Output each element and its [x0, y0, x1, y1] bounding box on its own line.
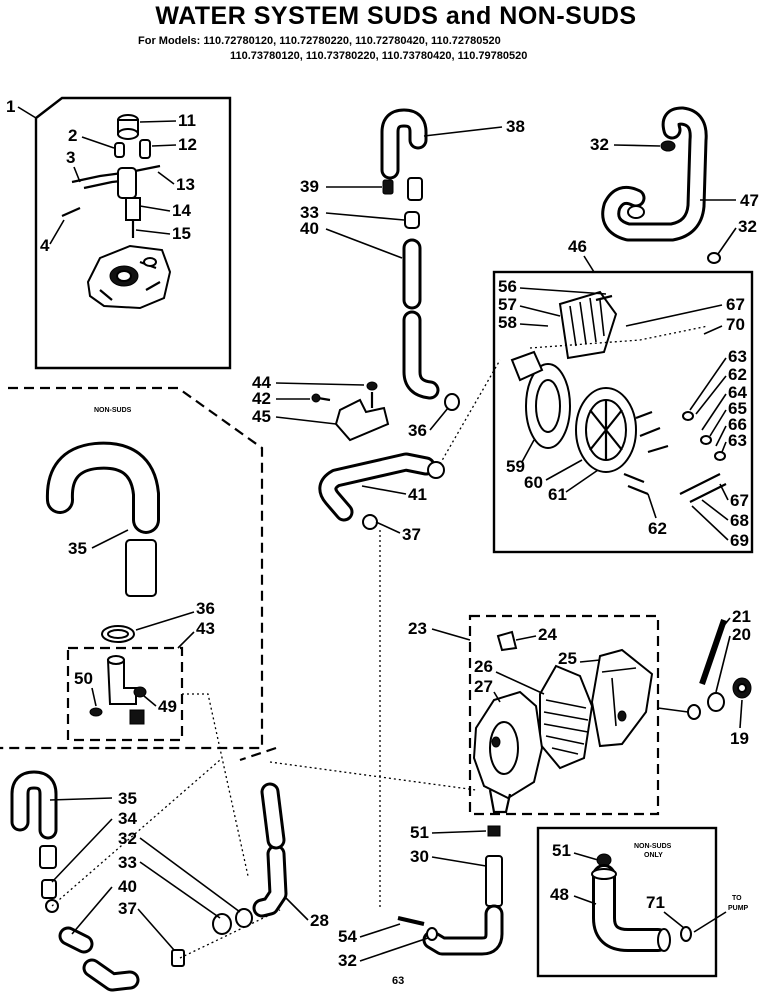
- svg-text:68: 68: [730, 511, 749, 530]
- svg-text:41: 41: [408, 485, 427, 504]
- svg-text:42: 42: [252, 389, 271, 408]
- svg-text:33: 33: [300, 203, 319, 222]
- svg-text:32: 32: [738, 217, 757, 236]
- svg-text:61: 61: [548, 485, 567, 504]
- svg-text:45: 45: [252, 407, 271, 426]
- bracket-group: 44 42 45: [252, 373, 390, 442]
- svg-text:40: 40: [300, 219, 319, 238]
- svg-text:NON-SUDS: NON-SUDS: [94, 407, 132, 414]
- rod-washer-group: 21 20 19: [657, 607, 752, 748]
- svg-text:69: 69: [730, 531, 749, 550]
- svg-text:38: 38: [506, 117, 525, 136]
- models-line-2: 110.73780120, 110.73780220, 110.73780420…: [230, 50, 527, 62]
- pump-cover-group: 23 24 25 26 27: [408, 614, 660, 816]
- drain-hose-group: 51 30 54 32: [338, 823, 504, 970]
- svg-text:36: 36: [196, 599, 215, 618]
- svg-text:36: 36: [408, 421, 427, 440]
- svg-text:33: 33: [118, 853, 137, 872]
- svg-text:71: 71: [646, 893, 665, 912]
- svg-text:66: 66: [728, 415, 747, 434]
- diaphragm-assembly-group: 46: [492, 237, 754, 554]
- svg-text:34: 34: [118, 809, 137, 828]
- svg-text:32: 32: [338, 951, 357, 970]
- svg-text:67: 67: [726, 295, 745, 314]
- svg-text:51: 51: [552, 841, 571, 860]
- fill-hose-upper: [380, 108, 460, 411]
- svg-text:47: 47: [740, 191, 759, 210]
- svg-text:63: 63: [728, 347, 747, 366]
- svg-text:24: 24: [538, 625, 557, 644]
- svg-text:15: 15: [172, 224, 191, 243]
- svg-text:64: 64: [728, 383, 747, 402]
- bottom-hose-group: 35 34 32 33 40 37 28: [10, 746, 477, 992]
- svg-text:1: 1: [6, 97, 15, 116]
- svg-text:57: 57: [498, 295, 517, 314]
- svg-text:50: 50: [74, 669, 93, 688]
- svg-text:51: 51: [410, 823, 429, 842]
- svg-text:32: 32: [590, 135, 609, 154]
- svg-text:23: 23: [408, 619, 427, 638]
- svg-text:4: 4: [40, 236, 50, 255]
- svg-text:46: 46: [568, 237, 587, 256]
- svg-text:56: 56: [498, 277, 517, 296]
- svg-text:44: 44: [252, 373, 271, 392]
- svg-text:62: 62: [728, 365, 747, 384]
- hose-47-group: 32 47 32: [590, 106, 759, 264]
- svg-text:11: 11: [178, 111, 196, 130]
- svg-text:25: 25: [558, 649, 577, 668]
- svg-text:62: 62: [648, 519, 667, 538]
- svg-text:14: 14: [172, 201, 191, 220]
- valve-assembly-callouts: 1 2 3 4 11 12 13 14 15: [6, 97, 197, 255]
- svg-text:35: 35: [118, 789, 137, 808]
- svg-text:NON-SUDS: NON-SUDS: [634, 843, 672, 850]
- svg-text:21: 21: [732, 607, 751, 626]
- page-number: 63: [392, 975, 404, 987]
- diaphragm-assembly-callouts: 56 57 58 67 70 63 62 64 65 66 63 59 60 6…: [498, 277, 749, 550]
- fill-hose-upper-callouts: 38 39 33 40 36: [300, 117, 525, 440]
- hose-41-group: 41 37: [318, 359, 501, 910]
- svg-text:20: 20: [732, 625, 751, 644]
- svg-text:13: 13: [176, 175, 195, 194]
- svg-text:70: 70: [726, 315, 745, 334]
- svg-text:65: 65: [728, 399, 747, 418]
- svg-text:43: 43: [196, 619, 215, 638]
- svg-text:54: 54: [338, 927, 357, 946]
- svg-text:40: 40: [118, 877, 137, 896]
- non-suds-region: NON-SUDS 35 36 43 50 49: [0, 386, 264, 877]
- valve-assembly-group: [34, 96, 232, 370]
- svg-text:37: 37: [402, 525, 421, 544]
- svg-text:35: 35: [68, 539, 87, 558]
- svg-text:2: 2: [68, 126, 77, 145]
- models-line-1: For Models: 110.72780120, 110.72780220, …: [138, 35, 501, 47]
- svg-text:49: 49: [158, 697, 177, 716]
- svg-text:32: 32: [118, 829, 137, 848]
- svg-text:67: 67: [730, 491, 749, 510]
- diagram-title: WATER SYSTEM SUDS and NON-SUDS: [155, 2, 636, 30]
- svg-text:26: 26: [474, 657, 493, 676]
- svg-text:28: 28: [310, 911, 329, 930]
- svg-text:12: 12: [178, 135, 197, 154]
- svg-text:48: 48: [550, 885, 569, 904]
- svg-text:ONLY: ONLY: [644, 852, 663, 859]
- svg-text:63: 63: [728, 431, 747, 450]
- svg-text:19: 19: [730, 729, 749, 748]
- svg-text:3: 3: [66, 148, 75, 167]
- svg-text:59: 59: [506, 457, 525, 476]
- svg-text:58: 58: [498, 313, 517, 332]
- svg-text:60: 60: [524, 473, 543, 492]
- svg-text:TO: TO: [732, 895, 742, 902]
- svg-text:PUMP: PUMP: [728, 905, 749, 912]
- svg-text:37: 37: [118, 899, 137, 918]
- svg-text:27: 27: [474, 677, 493, 696]
- svg-text:30: 30: [410, 847, 429, 866]
- svg-text:39: 39: [300, 177, 319, 196]
- non-suds-only-group: NON-SUDS ONLY 51 48 71 TO PUMP: [536, 826, 749, 978]
